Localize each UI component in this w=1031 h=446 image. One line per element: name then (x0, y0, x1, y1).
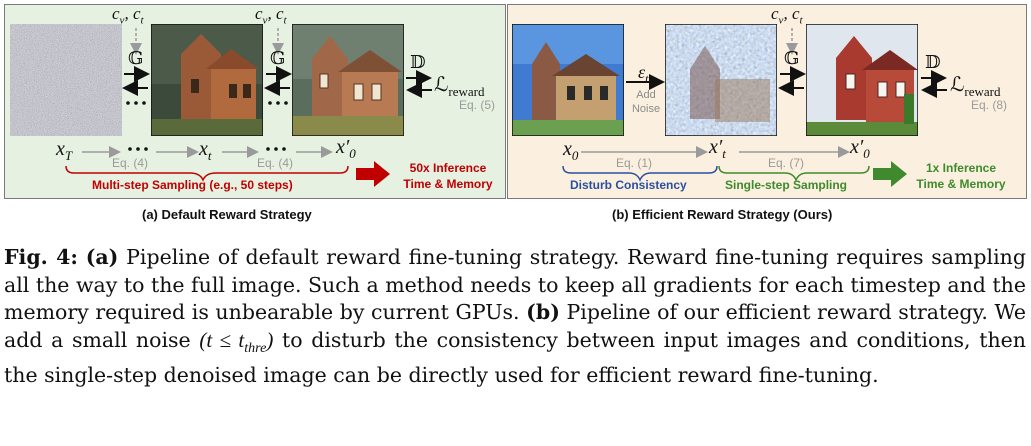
x-0-prime-b: x′0 (850, 136, 870, 161)
x-t-prime: x′t (709, 136, 726, 161)
cond-a2: cv, ct (255, 4, 287, 27)
panel-b-arrows (562, 28, 947, 187)
denoised-image (806, 24, 918, 136)
x-t: xt (199, 138, 212, 163)
caption-b-tag: (b) (526, 300, 560, 324)
eq1: Eq. (1) (616, 156, 653, 170)
figure-caption: Fig. 4: (a) Pipeline of default reward f… (4, 244, 1026, 390)
generator-op-a2: 𝔾 (270, 48, 286, 69)
caption-b: (b) Efficient Reward Strategy (Ours) (612, 207, 833, 222)
caption-condition: (t ≤ tthre) (199, 327, 274, 356)
intermediate-image (151, 24, 263, 136)
single-step-label: Single-step Sampling (725, 178, 848, 192)
eq7: Eq. (7) (768, 156, 805, 170)
decoder-op-b: 𝔻 (925, 52, 941, 73)
caption-a: (a) Default Reward Strategy (142, 207, 312, 222)
caption-a-tag: (a) (85, 245, 119, 269)
loss-reward-a: ℒreward (434, 72, 485, 99)
input-image (512, 24, 624, 136)
loss-reward-b: ℒreward (950, 72, 1001, 99)
multistep-label: Multi-step Sampling (e.g., 50 steps) (92, 178, 293, 192)
noise-image (10, 24, 122, 136)
loss-eq-b: Eq. (8) (971, 98, 1008, 112)
eq4-a: Eq. (4) (112, 156, 149, 170)
epsilon-t: εt (638, 62, 649, 86)
generator-op-a1: 𝔾 (128, 48, 144, 69)
x-0-prime-a: x′0 (336, 136, 356, 161)
cond-b: cv, ct (771, 4, 803, 27)
eq4-b: Eq. (4) (257, 156, 294, 170)
caption-text-3: to disturb the consistency between input… (4, 327, 1026, 388)
caption-text-2: Pipeline of our efficient reward strateg… (4, 300, 1026, 352)
noisy-image (665, 24, 777, 136)
x-T: xT (56, 138, 73, 163)
generated-image (292, 24, 404, 136)
generator-op-b: 𝔾 (784, 48, 800, 69)
loss-eq-a: Eq. (5) (459, 98, 496, 112)
figure-label: Fig. 4: (4, 245, 78, 269)
decoder-op-a: 𝔻 (410, 52, 426, 73)
disturb-consistency-label: Disturb Consistency (570, 178, 687, 192)
caption-text-1: Pipeline of default reward fine-tuning s… (4, 245, 1026, 324)
cond-a1: cv, ct (112, 4, 144, 27)
x-0: x0 (563, 138, 579, 163)
panel-a-arrows (65, 28, 432, 187)
